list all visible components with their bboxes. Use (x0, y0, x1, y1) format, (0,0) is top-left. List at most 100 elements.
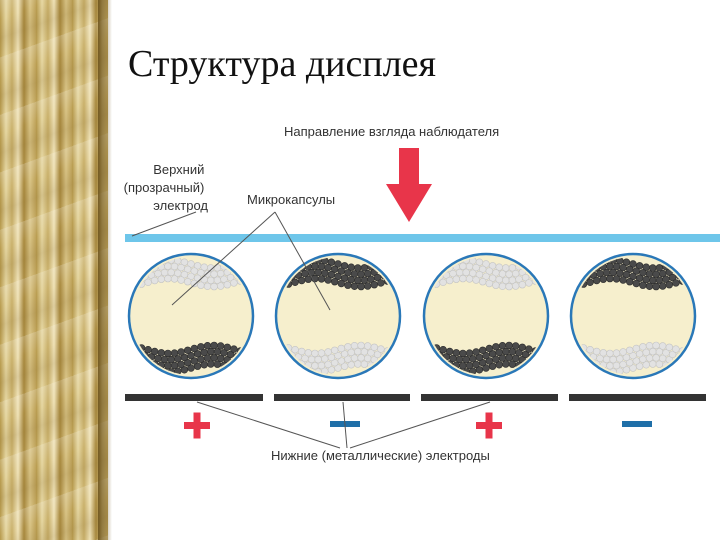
bottom-electrode-4 (569, 394, 706, 401)
white-particle (452, 275, 460, 283)
white-particle (606, 349, 614, 358)
white-particle (250, 263, 257, 270)
white-particle (236, 265, 245, 273)
dark-particle (390, 263, 397, 271)
white-particle (393, 367, 397, 375)
white-particle (317, 349, 326, 357)
white-particle (675, 364, 683, 373)
dark-particle (459, 362, 467, 370)
white-particle (164, 262, 172, 270)
white-particle (685, 348, 692, 357)
microcapsules-label: Микрокапсулы (247, 192, 335, 207)
dark-particle (397, 275, 404, 282)
dark-particle (132, 360, 136, 369)
dark-particle (665, 281, 673, 289)
white-particle (291, 346, 299, 354)
dark-particle (691, 275, 692, 283)
dark-particle (459, 349, 467, 358)
dark-particle (606, 262, 614, 270)
bottom-leader-lines (196, 401, 491, 449)
white-particle (233, 259, 241, 268)
dark-particle (243, 361, 250, 369)
dark-particle (246, 355, 250, 363)
dark-particle (472, 348, 480, 356)
white-particle (535, 270, 543, 278)
white-particle (324, 348, 332, 356)
white-particle (170, 275, 179, 283)
white-particle (535, 257, 543, 266)
dark-particle (479, 346, 487, 354)
white-particle (511, 282, 520, 290)
dark-particle (625, 278, 634, 286)
dark-particle (609, 268, 617, 277)
dark-particle (541, 367, 545, 375)
dark-particle (164, 362, 172, 370)
dark-particle (505, 341, 513, 350)
dark-particle (203, 342, 212, 350)
microcapsules-group (127, 252, 697, 380)
dark-particle (190, 344, 199, 353)
dark-particle (583, 260, 591, 269)
microcapsule-3 (422, 252, 550, 380)
white-particle (190, 279, 199, 288)
dark-particle (230, 345, 238, 353)
dark-particle (525, 345, 533, 353)
dark-particle (387, 270, 395, 278)
dark-particle (574, 263, 578, 272)
dark-particle (177, 348, 185, 356)
white-particle (337, 344, 345, 353)
dark-particle (279, 263, 283, 272)
dark-particle (383, 265, 392, 273)
plus-sign-1 (184, 412, 210, 439)
dark-particle (387, 257, 395, 266)
white-particle (304, 349, 312, 357)
dark-particle (511, 342, 520, 350)
white-particle (397, 350, 404, 357)
white-particle (609, 355, 617, 364)
dark-particle (632, 279, 640, 288)
dark-particle (592, 276, 601, 285)
dark-particle (652, 282, 660, 291)
white-particle (132, 263, 136, 272)
dark-particle (427, 360, 431, 369)
white-particle (210, 270, 218, 278)
white-particle (436, 260, 444, 269)
dark-particle (452, 349, 460, 357)
white-particle (498, 282, 507, 290)
white-particle (240, 270, 248, 278)
dark-particle (619, 276, 627, 284)
white-particle (688, 355, 692, 363)
dark-particle (390, 275, 397, 284)
dark-particle (279, 269, 286, 277)
dark-particle (281, 262, 289, 271)
white-particle (574, 355, 581, 363)
dark-particle (612, 275, 621, 283)
white-particle (544, 275, 545, 283)
dark-particle (240, 366, 248, 375)
white-particle (167, 268, 175, 277)
viewer-direction-label: Направление взгляда наблюдателя (284, 124, 499, 139)
bottom-electrodes-label: Нижние (металлические) электроды (271, 448, 490, 463)
dark-particle (243, 348, 250, 357)
white-particle (538, 275, 545, 284)
white-particle (397, 362, 404, 369)
bottom-electrode-3 (421, 394, 558, 401)
microcapsule-4 (569, 252, 697, 380)
white-particle (370, 343, 378, 351)
slide-title: Структура дисплея (128, 43, 437, 85)
dark-particle (170, 349, 179, 357)
dark-particle (688, 257, 692, 265)
dark-particle (157, 349, 166, 357)
dark-particle (574, 269, 581, 277)
white-particle (632, 344, 640, 353)
white-particle (612, 349, 621, 357)
dark-particle (535, 366, 543, 375)
dark-particle (602, 268, 611, 277)
white-particle (427, 276, 431, 284)
white-particle (599, 349, 607, 357)
dark-particle (645, 282, 654, 290)
white-particle (427, 263, 431, 272)
dark-particle (184, 346, 192, 354)
white-particle (544, 262, 545, 270)
dark-particle (304, 275, 312, 283)
